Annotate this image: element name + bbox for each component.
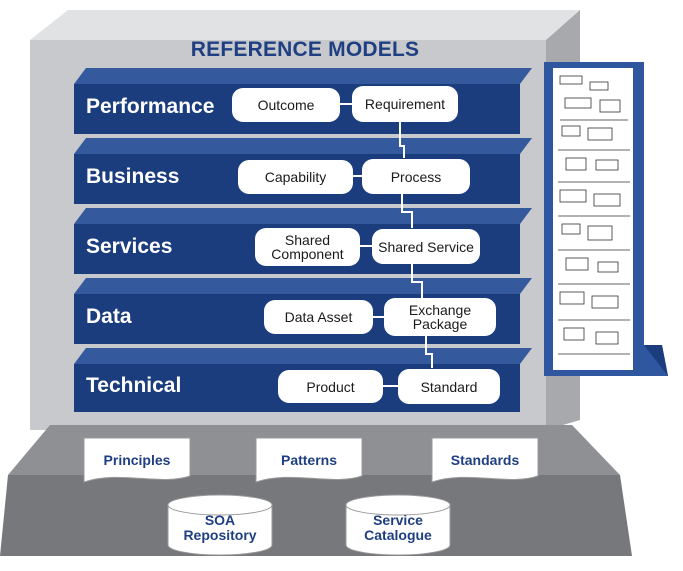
layer-top-edge	[74, 278, 532, 294]
panel-sheet	[553, 68, 633, 370]
capability-box: Capability	[238, 160, 353, 194]
connector-line	[425, 334, 433, 368]
panel-sketch	[558, 75, 630, 355]
connector-line	[399, 122, 405, 158]
layer-top-edge	[74, 348, 532, 364]
layer-top-edge	[74, 208, 532, 224]
layer-label-services: Services	[86, 235, 173, 258]
shared-component-box: Shared Component	[255, 228, 360, 266]
data-asset-box: Data Asset	[264, 300, 373, 334]
connector-line	[401, 194, 413, 228]
standard-box: Standard	[398, 369, 500, 404]
panel-fold	[644, 345, 668, 376]
standards-document	[431, 437, 539, 483]
service-catalogue-cylinder	[345, 494, 451, 556]
principles-label: Principles	[103, 452, 171, 468]
standards-label: Standards	[450, 452, 520, 468]
principles-document	[83, 437, 191, 483]
outcome-box: Outcome	[232, 88, 340, 122]
exchange-package-box: Exchange Package	[384, 298, 496, 336]
layer-label-data: Data	[86, 305, 132, 328]
architecture-framework-label: Architecture Framework	[644, 104, 665, 312]
product-box: Product	[278, 370, 383, 403]
patterns-document	[255, 437, 363, 483]
requirement-box: Requirement	[352, 86, 458, 122]
soa-repository-label: SOA Repository	[183, 512, 257, 543]
connector-line	[411, 264, 423, 298]
shared-service-box: Shared Service	[372, 229, 480, 264]
patterns-label: Patterns	[280, 452, 338, 468]
page-title: REFERENCE MODELS	[190, 38, 420, 61]
process-box: Process	[362, 159, 470, 194]
soa-repository-cylinder	[167, 494, 273, 556]
connector-lines	[340, 103, 433, 387]
architecture-framework-panel	[544, 62, 668, 376]
service-catalogue-label: Service Catalogue	[364, 512, 432, 543]
layer-label-technical: Technical	[86, 374, 182, 397]
layer-label-business: Business	[86, 165, 180, 188]
layer-top-edge	[74, 68, 532, 84]
base-documents	[83, 437, 539, 483]
layer-label-performance: Performance	[86, 95, 215, 118]
wall-top-face	[30, 10, 580, 40]
base-front	[0, 475, 632, 556]
layer-top-edge	[74, 138, 532, 154]
